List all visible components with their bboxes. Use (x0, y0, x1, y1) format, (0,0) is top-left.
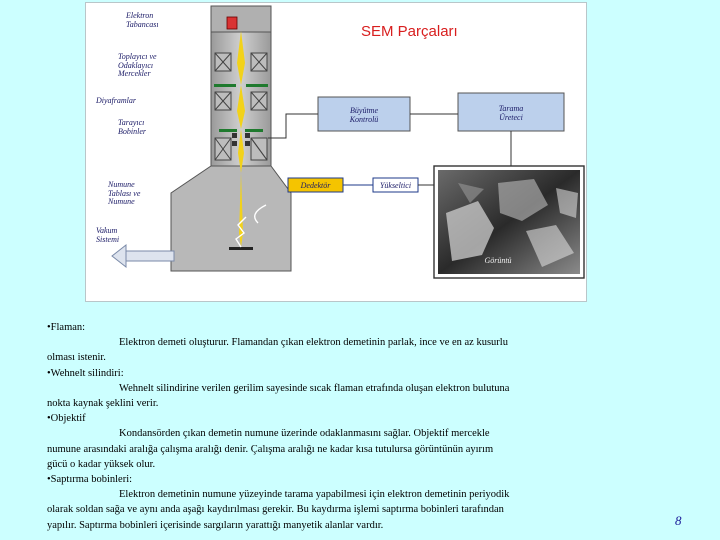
item2-continuation: nokta kaynak şeklini verir. (47, 396, 622, 411)
label-vacuum-system: Vakum Sistemi (96, 227, 119, 244)
aperture-lower-left (219, 129, 237, 132)
specimen-stage (229, 247, 253, 250)
scan-coil (245, 141, 250, 146)
item1-heading: •Flaman: (47, 320, 622, 335)
item3-heading: •Objektif (47, 411, 622, 426)
page-number: 8 (675, 513, 682, 529)
item2-heading: •Wehnelt silindiri: (47, 366, 622, 381)
label-scan-generator: Tarama Üreteci (458, 104, 564, 122)
sem-diagram: SEM Parçaları Elektron Tabancası Toplayı… (85, 2, 587, 302)
scan-coil (232, 141, 237, 146)
label-scan-coils: Tarayıcı Bobinler (118, 119, 146, 136)
label-electron-gun: Elektron Tabancası (126, 12, 159, 29)
scan-coil (232, 133, 237, 138)
vacuum-pipe (126, 251, 174, 261)
item4-continuation: yapılır. Saptırma bobinleri içerisinde s… (47, 518, 622, 533)
aperture-upper-left (214, 84, 236, 87)
aperture-upper-right (246, 84, 268, 87)
label-apertures: Diyaframlar (96, 97, 136, 106)
label-display: Görüntü (478, 256, 518, 265)
item1-continuation: olması istenir. (47, 350, 622, 365)
label-specimen: Numune Tablası ve Numune (108, 181, 140, 207)
item1-body: Elektron demeti oluşturur. Flamandan çık… (47, 335, 622, 350)
description-text: •Flaman: Elektron demeti oluşturur. Flam… (47, 320, 622, 533)
aperture-lower-right (245, 129, 263, 132)
electron-gun-box (227, 17, 237, 29)
label-amplifier: Yükseltici (373, 181, 418, 190)
vacuum-arrow (112, 245, 126, 267)
label-magnification-control: Büyütme Kontrolü (318, 106, 410, 124)
electron-gun-housing (211, 6, 271, 32)
item3-continuation: gücü o kadar yüksek olur. (47, 457, 622, 472)
item3-continuation: numune arasındaki aralığa çalışma aralığ… (47, 442, 622, 457)
label-condenser-lenses: Toplayıcı ve Odaklayıcı Mercekler (118, 53, 157, 79)
item4-body: Elektron demetinin numune yüzeyinde tara… (47, 487, 622, 502)
item4-continuation: olarak soldan sağa ve aynı anda aşağı ka… (47, 502, 622, 517)
label-detector: Dedektör (288, 181, 343, 190)
diagram-title: SEM Parçaları (361, 23, 458, 40)
link-mag-to-coils (268, 114, 318, 138)
item3-body: Kondansörden çıkan demetin numune üzerin… (47, 426, 622, 441)
scan-coil (245, 133, 250, 138)
specimen-chamber (171, 166, 291, 271)
item2-body: Wehnelt silindirine verilen gerilim saye… (47, 381, 622, 396)
item4-heading: •Saptırma bobinleri: (47, 472, 622, 487)
